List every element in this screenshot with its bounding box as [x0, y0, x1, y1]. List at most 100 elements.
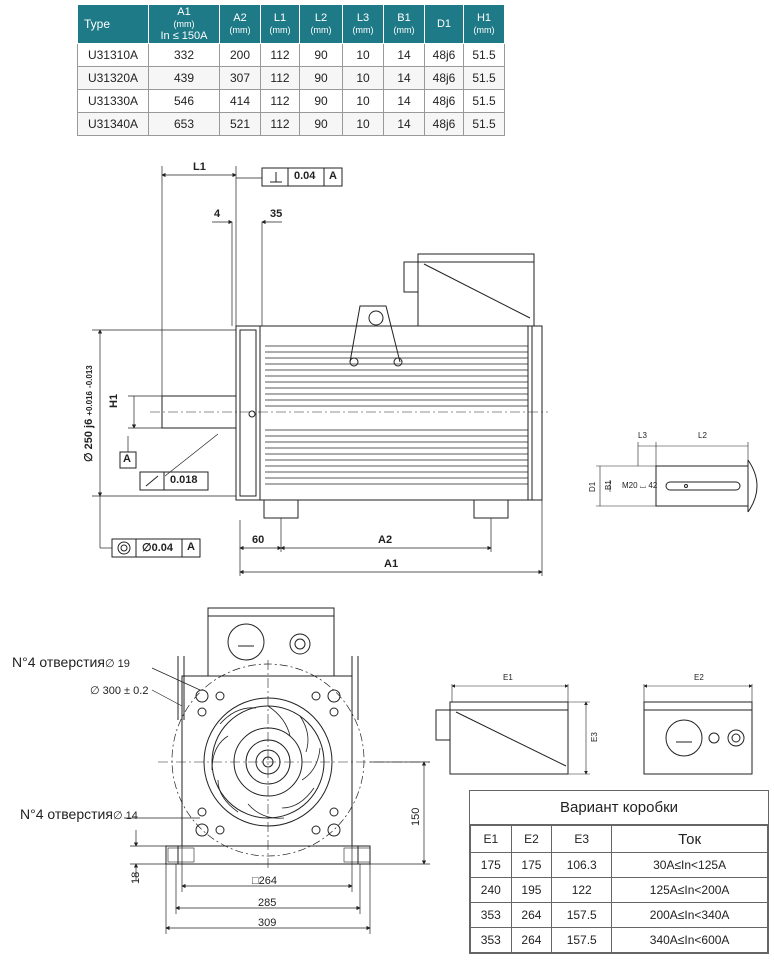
- cell-e2: 264: [510, 902, 553, 928]
- cell-a1: 653: [148, 112, 220, 136]
- cell-l2: 90: [299, 112, 343, 136]
- dim-4-label: 4: [214, 208, 221, 220]
- cell-current: 200A≤In<340A: [611, 902, 768, 928]
- cell-l3: 10: [342, 89, 384, 113]
- dim-150-label: 150: [410, 807, 422, 826]
- diameter-tol-upper: +0.016: [85, 391, 94, 416]
- spec-header-type: Type: [77, 4, 149, 44]
- cell-a1: 439: [148, 66, 220, 90]
- cell-current: 30A≤In<125A: [611, 852, 768, 878]
- spec-header-b1: B1(mm): [383, 4, 425, 44]
- spec-header-l2: L2(mm): [299, 4, 343, 44]
- dim-35-label: 35: [270, 208, 283, 220]
- cell-e1: 353: [470, 927, 512, 953]
- dim-a1-label: A1: [384, 558, 399, 570]
- variant-header-current: Ток: [611, 825, 768, 853]
- dim-60-label: 60: [252, 534, 265, 546]
- cell-e2: 195: [510, 877, 553, 903]
- spec-table: Type A1(mm)In ≤ 150A A2(mm) L1(mm) L2(mm…: [77, 4, 505, 136]
- motor-side-view: [150, 253, 548, 519]
- variant-header-e1: E1: [470, 825, 512, 853]
- holes-top-label: N°4 отверстия∅ 19: [12, 654, 130, 670]
- spec-header-l1: L1(mm): [260, 4, 300, 44]
- cell-b1: 14: [383, 112, 425, 136]
- spec-header-l3: L3(mm): [342, 4, 384, 44]
- dim-18-label: 18: [130, 871, 142, 884]
- cell-h1: 51.5: [463, 89, 505, 113]
- dim-h1-label: H1: [108, 393, 120, 408]
- dim-l1-label: L1: [193, 161, 206, 173]
- cell-a2: 521: [219, 112, 261, 136]
- bolt-circle-label: ∅ 300 ± 0.2: [90, 685, 149, 697]
- cell-l1: 112: [260, 89, 300, 113]
- spec-header-h1: H1(mm): [463, 4, 505, 44]
- tolerance-frames: [111, 167, 343, 558]
- variant-header-row: E1 E2 E3 Ток: [470, 825, 768, 853]
- cell-l1: 112: [260, 43, 300, 67]
- diameter-250-label: ∅ 250 j6 +0.016 -0.013: [83, 365, 95, 462]
- cell-e3: 106.3: [551, 852, 613, 878]
- dim-a2-label: A2: [378, 534, 393, 546]
- cell-current: 340A≤In<600A: [611, 927, 768, 953]
- cell-type: U31320A: [77, 66, 149, 90]
- diameter-tol-lower: -0.013: [85, 365, 94, 388]
- cell-h1: 51.5: [463, 112, 505, 136]
- flatness-value: 0.04: [294, 170, 316, 182]
- variant-header-e3: E3: [551, 825, 613, 853]
- box-e2-label: E2: [694, 673, 704, 682]
- concentricity-ref: A: [187, 541, 195, 553]
- cell-type: U31340A: [77, 112, 149, 136]
- cell-e3: 122: [551, 877, 613, 903]
- motor-front-view: [158, 607, 430, 870]
- flatness-ref: A: [329, 170, 337, 182]
- cell-type: U31310A: [77, 43, 149, 67]
- terminal-box-front: [643, 684, 753, 775]
- dim-264-label: □264: [252, 875, 277, 887]
- cell-d1: 48j6: [424, 89, 464, 113]
- cell-d1: 48j6: [424, 112, 464, 136]
- cell-e1: 240: [470, 877, 512, 903]
- dim-309-label: 309: [258, 917, 277, 929]
- spec-header-a2: A2(mm): [219, 4, 261, 44]
- front-dimension-lines: [124, 667, 430, 934]
- cell-d1: 48j6: [424, 43, 464, 67]
- cell-a2: 307: [219, 66, 261, 90]
- cell-e1: 175: [470, 852, 512, 878]
- concentricity-value: ∅0.04: [142, 542, 173, 554]
- cell-type: U31330A: [77, 89, 149, 113]
- box-e3-label: E3: [590, 732, 599, 742]
- cell-l3: 10: [342, 112, 384, 136]
- spec-header-row: Type A1(mm)In ≤ 150A A2(mm) L1(mm) L2(mm…: [77, 4, 505, 44]
- box-e1-label: E1: [503, 673, 513, 682]
- shaft-b1-label: B1: [604, 480, 613, 490]
- side-dimension-lines: [92, 166, 543, 576]
- cell-b1: 14: [383, 43, 425, 67]
- cell-e1: 353: [470, 902, 512, 928]
- terminal-box-side: [435, 684, 590, 775]
- runout-value: 0.018: [170, 474, 198, 486]
- cell-l3: 10: [342, 66, 384, 90]
- variant-header-e2: E2: [510, 825, 553, 853]
- datum-a-label: A: [123, 453, 131, 465]
- cell-h1: 51.5: [463, 66, 505, 90]
- cell-e3: 157.5: [551, 927, 613, 953]
- dim-285-label: 285: [258, 897, 277, 909]
- cell-current: 125A≤In<200A: [611, 877, 768, 903]
- shaft-detail: [596, 442, 758, 513]
- shaft-d1-label: D1: [588, 481, 597, 492]
- cell-e2: 175: [510, 852, 553, 878]
- cell-l2: 90: [299, 66, 343, 90]
- cell-l1: 112: [260, 112, 300, 136]
- variant-table-title: Вариант коробки: [470, 791, 768, 825]
- holes-bottom-label: N°4 отверстия∅ 14: [20, 806, 138, 822]
- shaft-l3-label: L3: [638, 431, 647, 440]
